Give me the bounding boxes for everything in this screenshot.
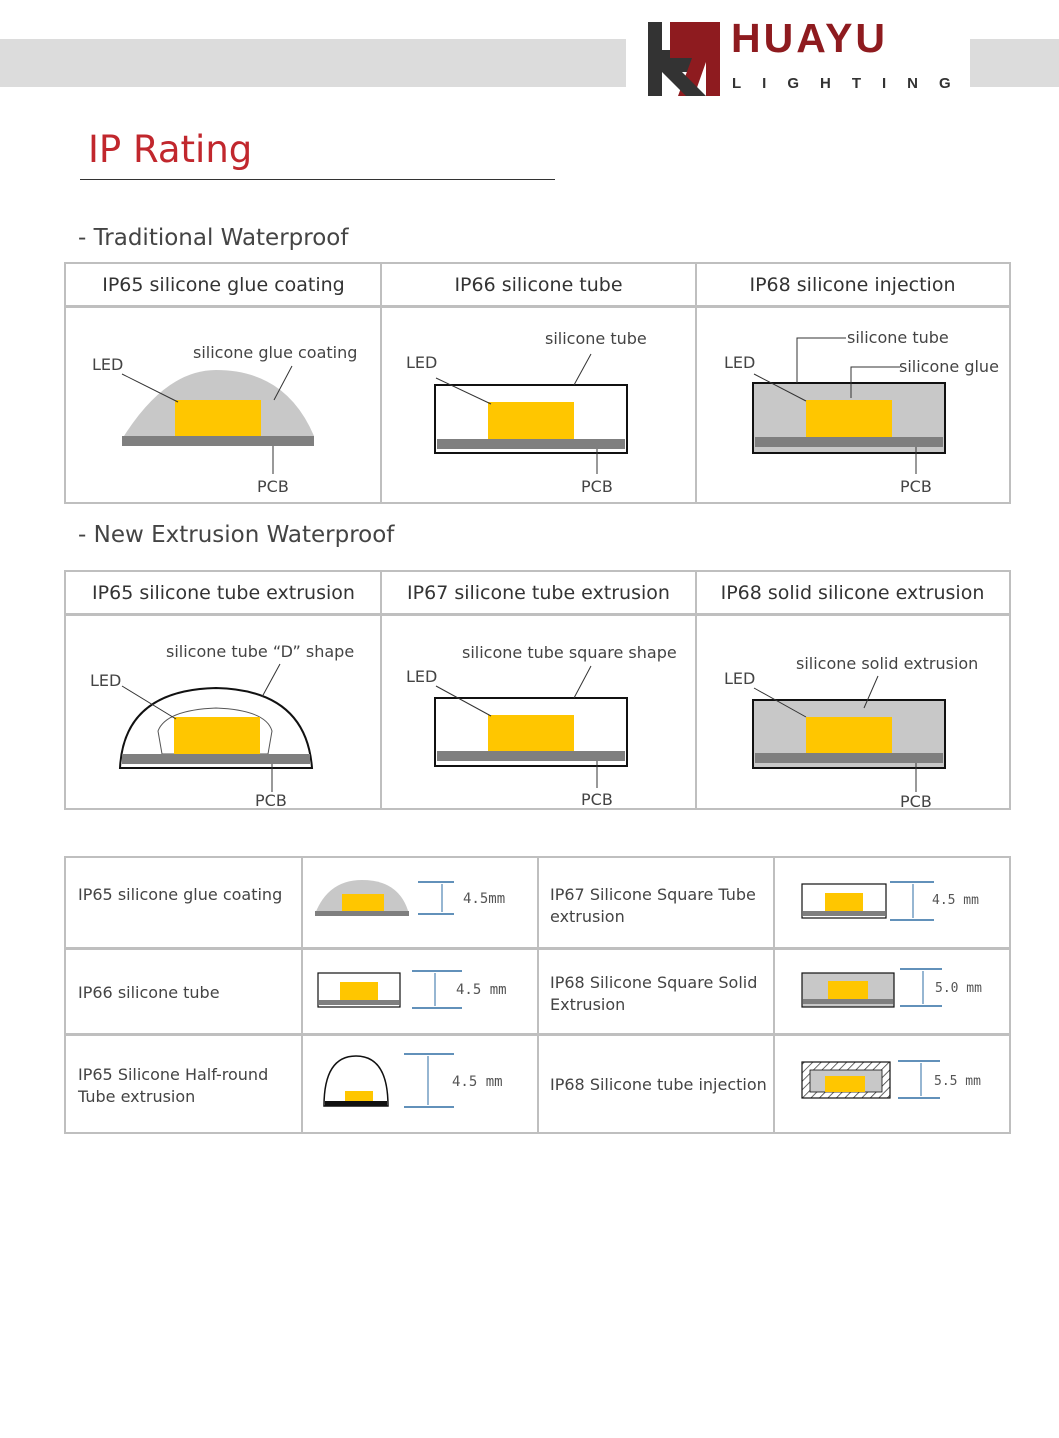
dimension-icon bbox=[404, 1053, 454, 1108]
led-chip bbox=[488, 715, 574, 751]
summary-row1-left-label: IP65 silicone glue coating bbox=[78, 885, 283, 904]
led-chip bbox=[174, 717, 260, 754]
dimension-icon bbox=[418, 881, 454, 915]
dimension-label: 5.0 mm bbox=[935, 981, 982, 996]
extrusion-diagrams: LED silicone tube “D” shape PCB LED sili… bbox=[90, 642, 978, 808]
traditional-diagrams: LED silicone glue coating PCB LED silico… bbox=[92, 328, 999, 496]
huayu-logo-icon bbox=[648, 22, 720, 96]
label-led: LED bbox=[724, 353, 755, 372]
diagram-glue-coating: LED silicone glue coating PCB bbox=[92, 343, 357, 496]
pcb-strip bbox=[122, 754, 310, 764]
label-led: LED bbox=[92, 355, 123, 374]
title-underline bbox=[80, 179, 555, 180]
section-heading-extrusion: - New Extrusion Waterproof bbox=[78, 522, 395, 548]
header-ip68-injection: IP68 silicone injection bbox=[696, 264, 1009, 308]
thumb-tube-injection bbox=[801, 1061, 891, 1099]
led-chip bbox=[175, 400, 261, 436]
extrusion-grid: IP65 silicone tube extrusion IP67 silico… bbox=[64, 570, 1011, 810]
dimension-icon bbox=[412, 970, 462, 1009]
label-top: silicone solid extrusion bbox=[796, 654, 978, 673]
dimension-label: 4.5 mm bbox=[456, 982, 507, 998]
led-chip bbox=[806, 400, 892, 437]
label-top: silicone tube bbox=[847, 328, 949, 347]
label-pcb: PCB bbox=[581, 790, 613, 808]
label-pcb: PCB bbox=[900, 792, 932, 808]
summary-row2-left-label: IP66 silicone tube bbox=[78, 983, 220, 1002]
thumb-silicone-tube bbox=[317, 972, 401, 1008]
led-chip bbox=[488, 402, 574, 439]
diagram-solid-extrusion: LED silicone solid extrusion PCB bbox=[724, 654, 978, 808]
header-ip67-extrusion: IP67 silicone tube extrusion bbox=[381, 572, 696, 616]
pcb-strip bbox=[437, 751, 625, 761]
dimension-icon bbox=[898, 1060, 940, 1099]
summary-thumbnails: 4.5mm 4.5 mm 4.5 mm bbox=[315, 880, 982, 1108]
label-top: silicone glue coating bbox=[193, 343, 357, 362]
traditional-grid: IP65 silicone glue coating IP66 silicone… bbox=[64, 262, 1011, 504]
header-band-left bbox=[0, 39, 626, 87]
label-top: silicone tube “D” shape bbox=[166, 642, 354, 661]
thumb-glue-coating bbox=[315, 880, 409, 916]
label-led: LED bbox=[90, 671, 121, 690]
label-top: silicone tube square shape bbox=[462, 643, 677, 662]
label-pcb: PCB bbox=[900, 477, 932, 496]
label-led: LED bbox=[724, 669, 755, 688]
pcb-strip bbox=[755, 753, 943, 763]
pcb-strip bbox=[122, 436, 314, 446]
label-top: silicone tube bbox=[545, 329, 647, 348]
pcb-strip bbox=[437, 439, 625, 449]
section-heading-traditional: - Traditional Waterproof bbox=[78, 225, 349, 251]
page-title: IP Rating bbox=[88, 128, 253, 171]
dimension-icon bbox=[900, 968, 942, 1007]
header-band-right bbox=[970, 39, 1059, 87]
diagram-silicone-tube: LED silicone tube PCB bbox=[406, 329, 647, 496]
header-ip68-solid: IP68 solid silicone extrusion bbox=[696, 572, 1009, 616]
brand-subtitle: LIGHTING bbox=[732, 75, 972, 92]
led-chip bbox=[806, 717, 892, 753]
diagram-square-shape: LED silicone tube square shape PCB bbox=[406, 643, 677, 808]
thumb-half-round bbox=[323, 1055, 389, 1107]
dimension-label: 5.5 mm bbox=[934, 1074, 981, 1089]
label-pcb: PCB bbox=[581, 477, 613, 496]
label-top2: silicone glue bbox=[899, 357, 999, 376]
label-led: LED bbox=[406, 667, 437, 686]
label-pcb: PCB bbox=[255, 791, 287, 808]
thumb-square-tube bbox=[801, 883, 887, 919]
diagram-silicone-injection: LED silicone tube silicone glue PCB bbox=[724, 328, 999, 496]
summary-table: IP65 silicone glue coating IP67 Silicone… bbox=[64, 856, 1011, 1134]
dimension-label: 4.5 mm bbox=[932, 893, 979, 908]
thumb-square-solid bbox=[801, 972, 895, 1008]
header-ip65-extrusion: IP65 silicone tube extrusion bbox=[66, 572, 381, 616]
dimension-label: 4.5 mm bbox=[452, 1074, 503, 1090]
summary-row3-right-label: IP68 Silicone tube injection bbox=[550, 1075, 767, 1094]
header-ip66-tube: IP66 silicone tube bbox=[381, 264, 696, 308]
pcb-strip bbox=[755, 437, 943, 447]
label-pcb: PCB bbox=[257, 477, 289, 496]
label-led: LED bbox=[406, 353, 437, 372]
brand-name: HUAYU bbox=[731, 15, 889, 61]
dimension-label: 4.5mm bbox=[463, 891, 505, 907]
diagram-d-shape: LED silicone tube “D” shape PCB bbox=[90, 642, 354, 808]
header-ip65-glue: IP65 silicone glue coating bbox=[66, 264, 381, 308]
dimension-icon bbox=[890, 881, 934, 921]
